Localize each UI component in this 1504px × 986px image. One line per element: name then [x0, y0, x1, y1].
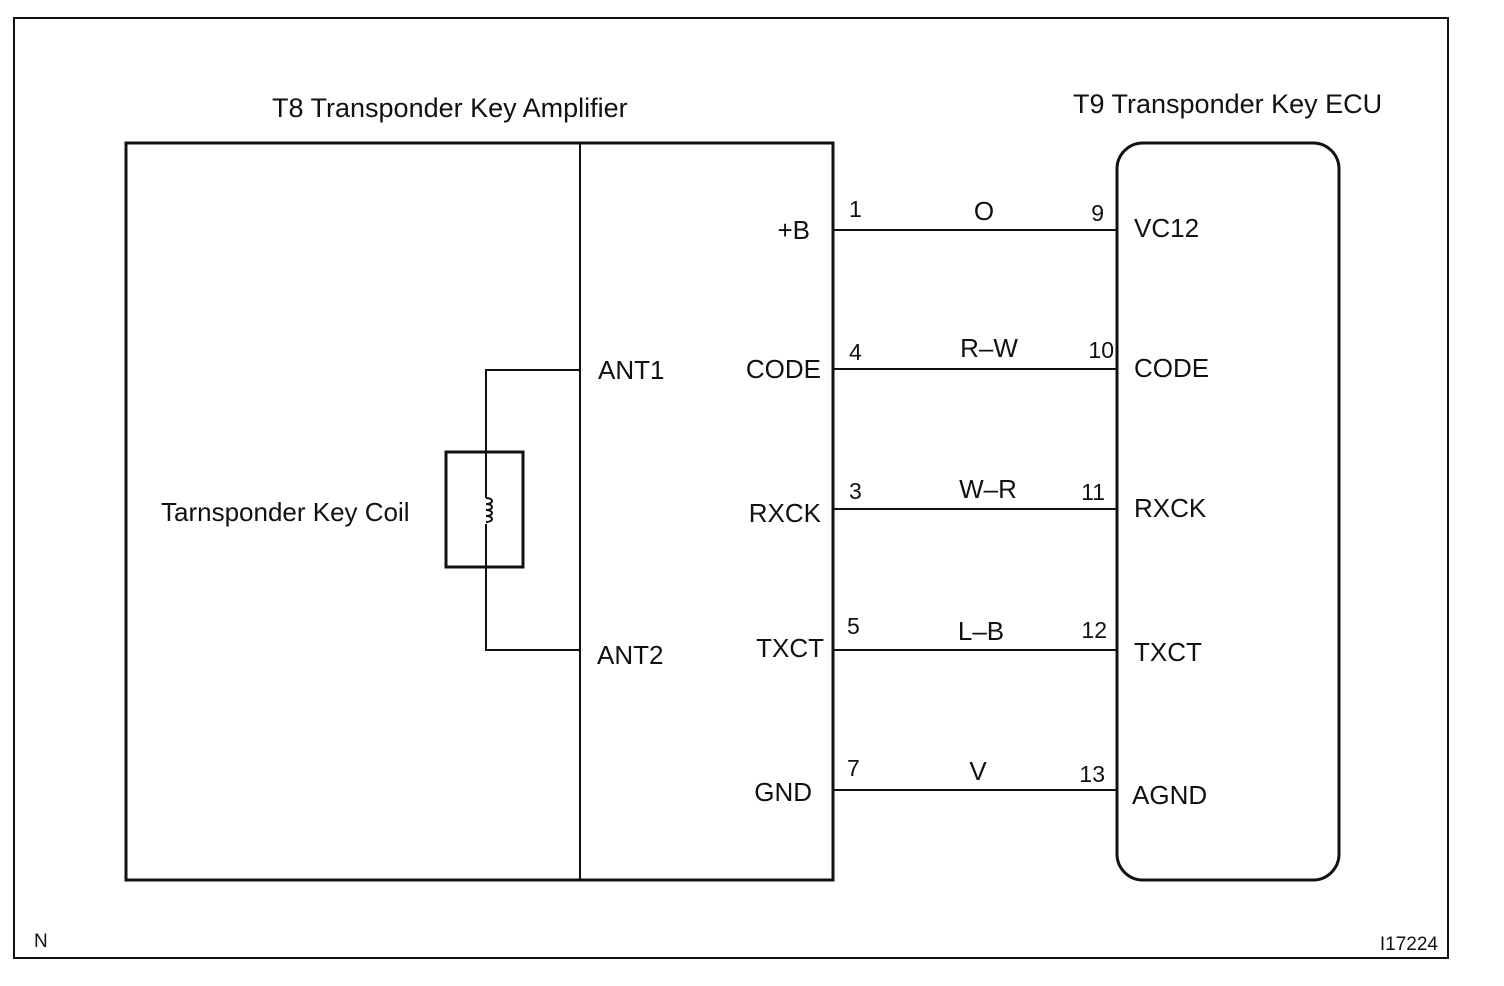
ecu-pin-number: 9 — [1091, 200, 1104, 226]
coil-winding-icon — [485, 497, 493, 523]
ecu-terminal-label: RXCK — [1134, 493, 1207, 523]
amp-terminal-label: GND — [754, 777, 812, 807]
amp-terminal-label: +B — [777, 215, 810, 245]
amp-pin-number: 4 — [849, 339, 862, 365]
ecu-terminal-label: AGND — [1132, 780, 1207, 810]
wire-color-code: V — [969, 756, 987, 786]
coil-label: Tarnsponder Key Coil — [161, 497, 410, 527]
coil-box — [444, 450, 525, 569]
amplifier-box — [124, 141, 835, 882]
ecu-terminal-label: CODE — [1134, 353, 1209, 383]
wire-row-5: GND 7 V 13 AGND — [754, 755, 1207, 810]
ant2-label: ANT2 — [597, 640, 663, 670]
amp-terminal-label: RXCK — [749, 498, 822, 528]
footer-left-mark: N — [34, 931, 48, 952]
wire-color-code: W–R — [959, 474, 1017, 504]
amp-terminal-label: TXCT — [756, 633, 824, 663]
diagram-frame — [13, 17, 1449, 959]
ecu-pin-number: 12 — [1081, 617, 1107, 643]
amp-terminal-label: CODE — [746, 354, 821, 384]
wire-color-code: O — [974, 196, 994, 226]
amp-pin-number: 1 — [849, 196, 862, 222]
wire-row-2: CODE 4 R–W 10 CODE — [746, 333, 1209, 384]
wire-row-4: TXCT 5 L–B 12 TXCT — [756, 613, 1202, 667]
coil-wire-ant2 — [485, 524, 580, 651]
ant1-label: ANT1 — [598, 355, 664, 385]
amplifier-title: T8 Transponder Key Amplifier — [272, 93, 628, 123]
amp-pin-number: 7 — [847, 755, 860, 781]
figure-id: I17224 — [1380, 934, 1439, 955]
coil-wire-ant1 — [485, 369, 580, 498]
ecu-pin-number: 10 — [1088, 337, 1114, 363]
wire-row-1: +B 1 O 9 VC12 — [777, 196, 1199, 245]
ecu-pin-number: 11 — [1081, 479, 1105, 505]
ecu-pin-number: 13 — [1079, 761, 1105, 787]
wire-row-3: RXCK 3 W–R 11 RXCK — [749, 474, 1207, 528]
ecu-terminal-label: VC12 — [1134, 213, 1199, 243]
amp-pin-number: 3 — [849, 478, 862, 504]
amp-pin-number: 5 — [847, 613, 860, 639]
ecu-box — [1115, 141, 1341, 882]
wire-color-code: R–W — [960, 333, 1018, 363]
ecu-title: T9 Transponder Key ECU — [1073, 89, 1382, 119]
ecu-terminal-label: TXCT — [1134, 637, 1202, 667]
wire-color-code: L–B — [958, 616, 1004, 646]
